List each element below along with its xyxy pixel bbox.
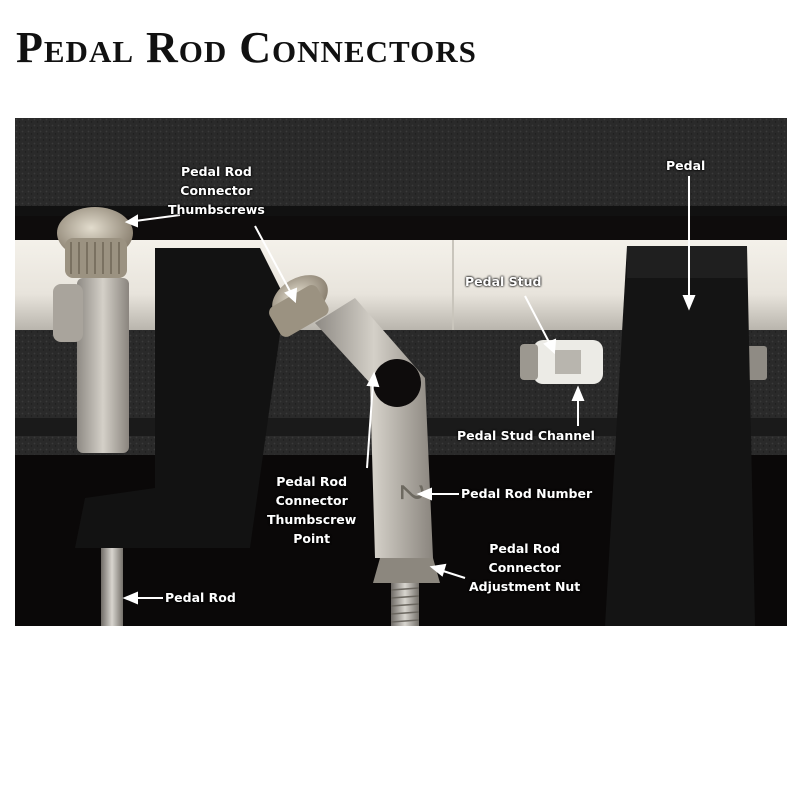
label-pedal-rod-number: Pedal Rod Number (461, 486, 593, 501)
svg-text:2: 2 (393, 483, 428, 502)
label-pedal-stud: Pedal Stud (465, 274, 542, 289)
label-pedal: Pedal (666, 158, 706, 173)
label-adjustment-nut: Pedal Rod Connector Adjustment Nut (469, 541, 581, 594)
pedal-rod-connectors-photo: 2 (15, 118, 787, 626)
label-thumbscrews: Pedal Rod Connector Thumbscrews (168, 164, 265, 217)
label-pedal-rod: Pedal Rod (165, 590, 236, 605)
label-thumbscrew-point: Pedal Rod Connector Thumbscrew Point (267, 474, 357, 546)
page-title: Pedal Rod Connectors (16, 23, 477, 72)
label-pedal-stud-channel: Pedal Stud Channel (457, 428, 595, 443)
